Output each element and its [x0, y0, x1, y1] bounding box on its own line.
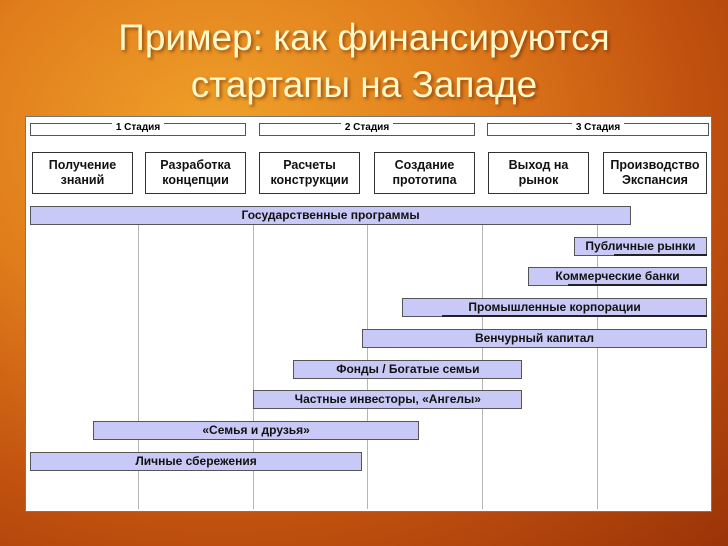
grid-line — [597, 209, 598, 509]
bar-divider-line — [613, 253, 707, 256]
funding-diagram: 1 Стадия 2 Стадия 3 Стадия Получение зна… — [25, 116, 712, 512]
funding-bar: Государственные программы — [30, 206, 632, 225]
step-market-entry: Выход на рынок — [488, 152, 589, 194]
stage-3-header: 3 Стадия — [487, 122, 709, 136]
slide-title-line-1: Пример: как финансируются — [118, 17, 610, 58]
step-design-calc: Расчеты конструкции — [259, 152, 360, 194]
funding-bar: Фонды / Богатые семьи — [293, 359, 523, 379]
bar-divider-line — [568, 284, 707, 287]
grid-line — [138, 209, 139, 509]
slide-title: Пример: как финансируются стартапы на За… — [0, 14, 728, 108]
stage-2-header: 2 Стадия — [259, 122, 475, 136]
step-prototype: Создание прототипа — [374, 152, 475, 194]
bar-divider-line — [442, 315, 707, 318]
slide-title-line-2: стартапы на Западе — [190, 64, 538, 105]
stage-1-header: 1 Стадия — [30, 122, 246, 136]
funding-bar: Венчурный капитал — [362, 328, 707, 348]
grid-line — [253, 209, 254, 509]
step-concept: Разработка концепции — [145, 152, 246, 194]
funding-bar: Личные сбережения — [30, 451, 363, 471]
step-production: Производство Экспансия — [603, 152, 707, 194]
grid-line — [482, 209, 483, 509]
step-knowledge: Получение знаний — [32, 152, 133, 194]
funding-bar: Частные инвесторы, «Ангелы» — [253, 390, 523, 410]
grid-line — [367, 209, 368, 509]
funding-bar: «Семья и друзья» — [92, 420, 420, 440]
